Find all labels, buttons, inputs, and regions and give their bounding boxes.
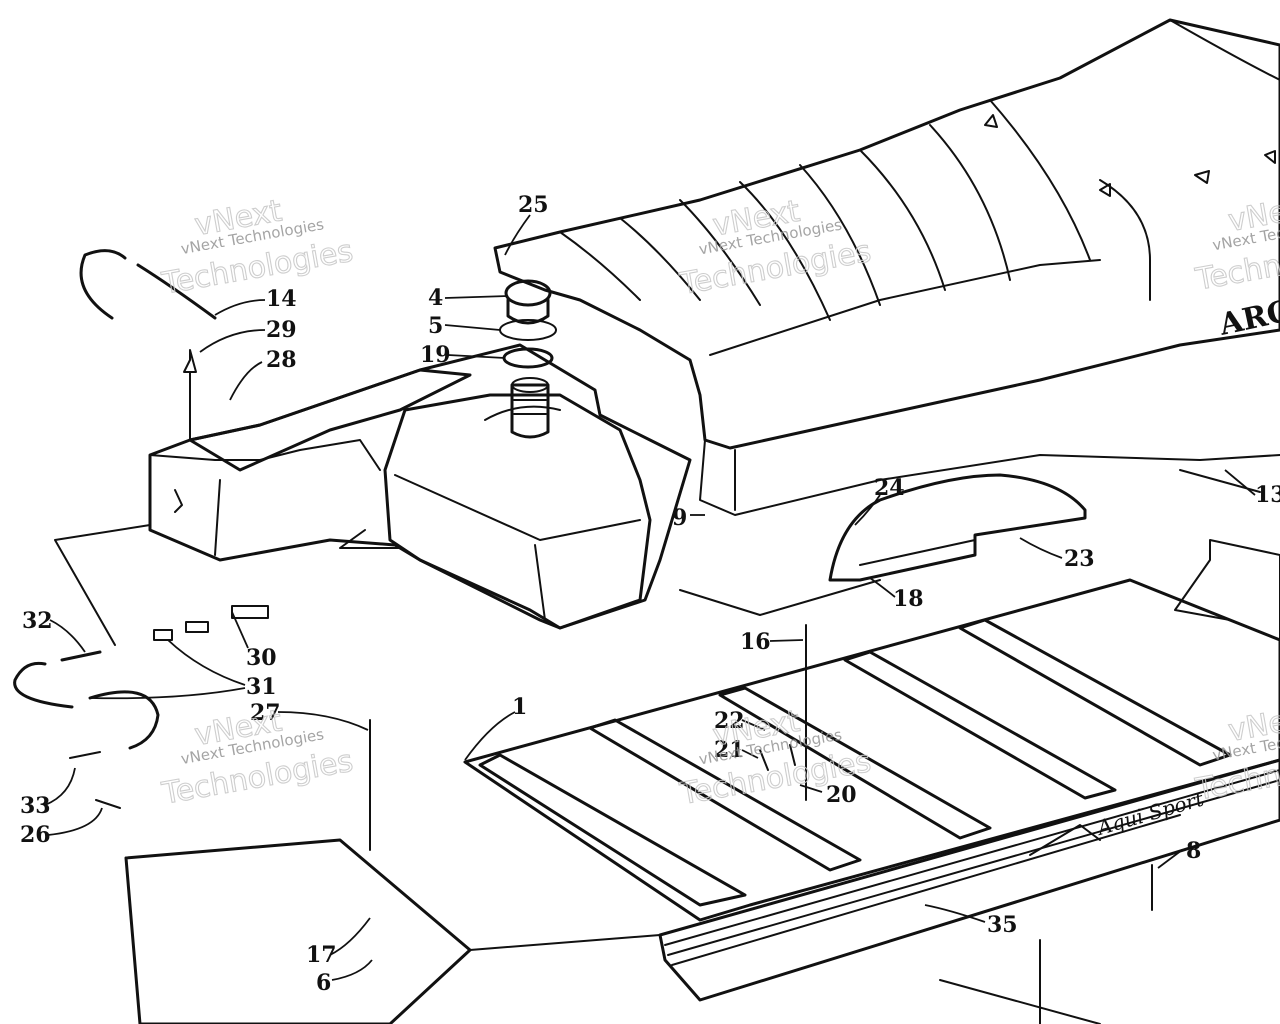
tunnel: Aqui Sport [54, 524, 1280, 1024]
leader-lines [44, 214, 1256, 981]
seat-brand-text: ARCTI [1215, 286, 1280, 343]
watermark-top-right: vNext vNext Technologies Technologies [1192, 189, 1280, 299]
seat-base [679, 473, 1087, 616]
fuel-tank-shell [148, 343, 692, 630]
callout-30: 30 [246, 645, 277, 671]
callout-23: 23 [1064, 546, 1095, 572]
watermark-bottom-right: vNext vNext Technologies Technologies [1192, 699, 1280, 809]
callout-20: 20 [826, 782, 857, 808]
callout-26: 26 [20, 822, 51, 848]
fuel-filler-cap [499, 279, 557, 439]
callout-6: 6 [316, 970, 331, 996]
callout-4: 4 [428, 285, 443, 311]
callout-35: 35 [987, 912, 1018, 938]
callout-9: 9 [672, 505, 687, 531]
callout-5: 5 [428, 313, 443, 339]
callout-28: 28 [266, 347, 297, 373]
callout-14: 14 [266, 286, 297, 312]
callout-18: 18 [893, 586, 924, 612]
callout-8: 8 [1186, 838, 1201, 864]
watermark-top-left: vNext vNext Technologies Technologies [158, 193, 356, 303]
callout-27: 27 [250, 700, 281, 726]
callout-16: 16 [740, 629, 771, 655]
callout-21: 21 [714, 737, 745, 763]
small-parts [60, 349, 1153, 911]
callout-1: 1 [512, 694, 527, 720]
callout-24: 24 [874, 475, 905, 501]
callout-17: 17 [306, 942, 337, 968]
callout-32: 32 [22, 608, 53, 634]
seat: ARCTI [493, 18, 1280, 516]
callout-31: 31 [246, 674, 277, 700]
callout-25: 25 [518, 192, 549, 218]
callout-19: 19 [420, 342, 451, 368]
callout-29: 29 [266, 317, 297, 343]
callout-22: 22 [714, 708, 745, 734]
callout-13: 13 [1255, 482, 1280, 508]
callout-33: 33 [20, 793, 51, 819]
watermark-bottom-left: vNext vNext Technologies Technologies [158, 703, 356, 813]
fuel-hoses [13, 249, 217, 750]
callout-labels: 25 4 5 19 14 29 28 9 24 13 23 18 16 32 3… [20, 192, 1280, 996]
